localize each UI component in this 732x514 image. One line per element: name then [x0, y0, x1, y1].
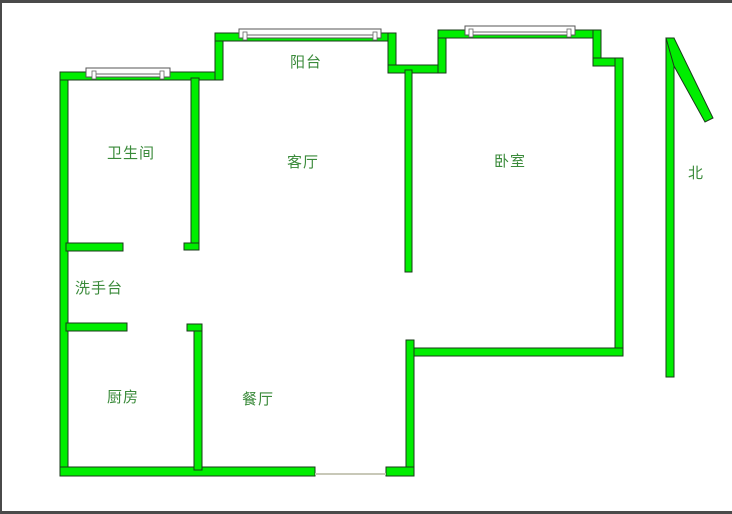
room-label-balcony: 阳台 — [290, 53, 323, 71]
room-label-bathroom: 卫生间 — [107, 144, 156, 162]
room-label-kitchen: 厨房 — [107, 388, 140, 406]
wall-kitchen-right-top — [186, 323, 203, 332]
wall-kitchen-right — [193, 323, 203, 471]
wall-bottom-right — [385, 466, 415, 477]
wall-washbasin-bottom — [65, 322, 128, 332]
wall-bathroom-right — [190, 77, 200, 251]
room-label-bedroom: 卧室 — [494, 152, 527, 170]
compass-label-north: 北 — [688, 164, 705, 182]
wall-left-outer — [59, 71, 69, 477]
wall-bottom-left — [59, 466, 316, 477]
wall-washbasin-top — [65, 242, 124, 252]
wall-balcony-bottom-right — [387, 64, 445, 74]
room-label-dining-room: 餐厅 — [242, 390, 275, 408]
wall-dining-right — [405, 339, 415, 477]
window-bedroom — [464, 25, 576, 38]
room-label-washbasin: 洗手台 — [75, 279, 124, 297]
room-label-living-room: 客厅 — [287, 153, 320, 171]
wall-bathroom-right-foot — [183, 242, 200, 251]
north-arrow-icon — [665, 37, 714, 378]
wall-bedroom-bottom — [407, 347, 624, 357]
wall-living-bedroom-divider — [404, 69, 413, 273]
window-bathroom — [85, 67, 171, 80]
wall-bedroom-right — [614, 57, 624, 357]
window-balcony — [238, 28, 382, 41]
